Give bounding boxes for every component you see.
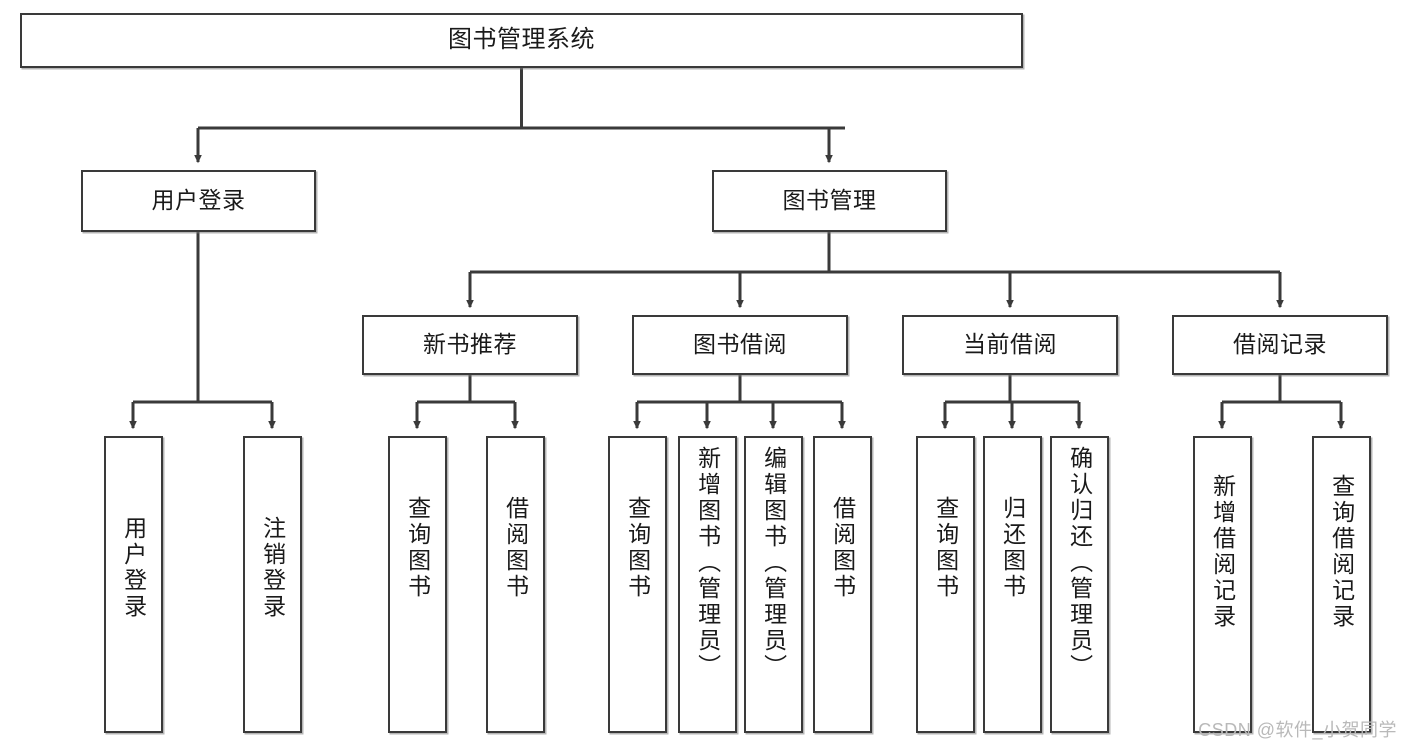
node-label: 借阅图书 [502, 496, 529, 600]
node-label: 图书管理 [782, 187, 877, 214]
leaf-current-return-books[interactable]: 归还图书 [983, 436, 1042, 733]
node-book-borrowing[interactable]: 图书借阅 [632, 315, 848, 375]
node-user-login[interactable]: 用户登录 [81, 170, 316, 232]
node-label: 注销登录 [259, 516, 286, 620]
node-borrowing-record[interactable]: 借阅记录 [1172, 315, 1388, 375]
leaf-new-book-query-books[interactable]: 查询图书 [388, 436, 447, 733]
leaf-borrow-edit-book-admin[interactable]: 编辑图书（管理员） [744, 436, 803, 733]
node-current-borrowing[interactable]: 当前借阅 [902, 315, 1118, 375]
node-label: 确认归还（管理员） [1066, 446, 1093, 680]
node-label: 查询图书 [624, 496, 651, 600]
node-label: 图书借阅 [693, 331, 787, 358]
node-label: 图书管理系统 [448, 26, 595, 54]
leaf-current-confirm-return-admin[interactable]: 确认归还（管理员） [1050, 436, 1109, 733]
leaf-record-query-borrow-record[interactable]: 查询借阅记录 [1312, 436, 1371, 733]
leaf-current-query-books[interactable]: 查询图书 [916, 436, 975, 733]
node-label: 归还图书 [999, 496, 1026, 600]
node-label: 用户登录 [120, 516, 147, 620]
leaf-new-book-borrow-books[interactable]: 借阅图书 [486, 436, 545, 733]
node-label: 新书推荐 [423, 331, 517, 358]
node-label: 当前借阅 [963, 331, 1057, 358]
leaf-borrow-add-book-admin[interactable]: 新增图书（管理员） [678, 436, 737, 733]
node-label: 查询借阅记录 [1328, 474, 1355, 630]
leaf-record-add-borrow-record[interactable]: 新增借阅记录 [1193, 436, 1252, 733]
node-root-book-management-system[interactable]: 图书管理系统 [20, 13, 1023, 68]
node-new-book-recommendation[interactable]: 新书推荐 [362, 315, 578, 375]
node-label: 查询图书 [404, 496, 431, 600]
node-label: 新增图书（管理员） [694, 446, 721, 680]
node-label: 查询图书 [932, 496, 959, 600]
node-label: 借阅记录 [1233, 331, 1327, 358]
node-label: 用户登录 [151, 187, 246, 214]
node-label: 编辑图书（管理员） [760, 446, 787, 680]
leaf-user-login-signout[interactable]: 注销登录 [243, 436, 302, 733]
leaf-borrow-query-books[interactable]: 查询图书 [608, 436, 667, 733]
csdn-watermark: CSDN @软件_小贺同学 [1198, 720, 1397, 740]
leaf-user-login-signin[interactable]: 用户登录 [104, 436, 163, 733]
node-label: 借阅图书 [829, 496, 856, 600]
leaf-borrow-borrow-books[interactable]: 借阅图书 [813, 436, 872, 733]
node-book-management[interactable]: 图书管理 [712, 170, 947, 232]
node-label: 新增借阅记录 [1209, 474, 1236, 630]
